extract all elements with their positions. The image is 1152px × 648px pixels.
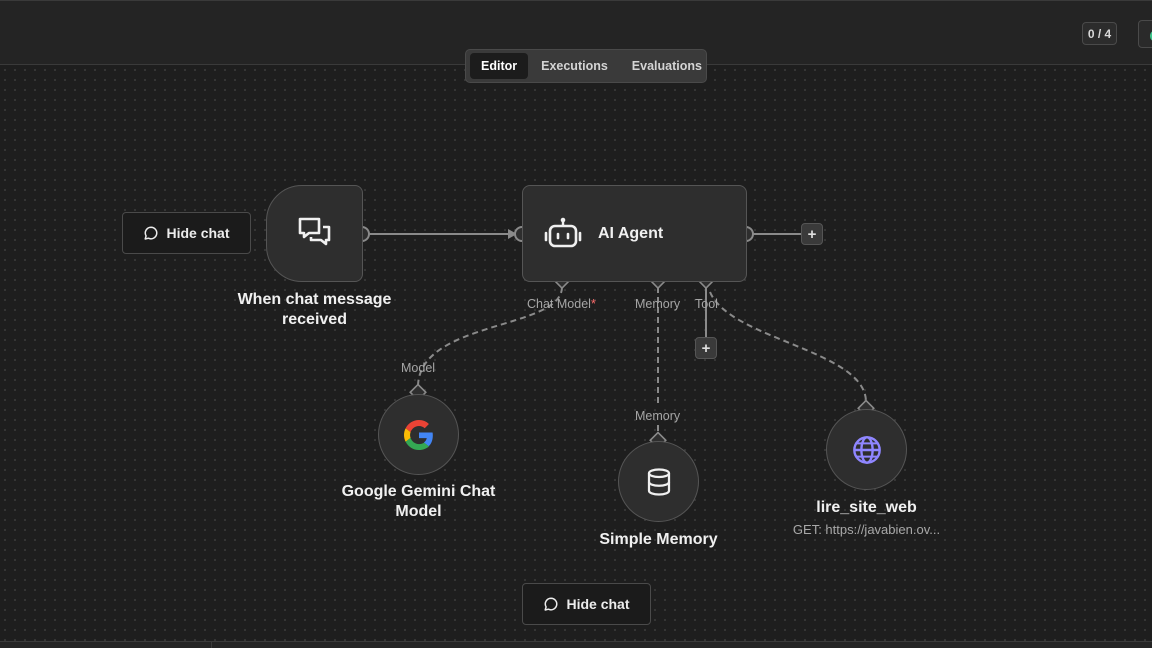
tab-evaluations[interactable]: Evaluations (631, 59, 702, 73)
required-marker: * (590, 297, 596, 311)
chat-model-port-text: Chat Model (527, 297, 591, 311)
hide-chat-button[interactable]: Hide chat (122, 212, 251, 254)
hide-chat-button-bottom[interactable]: Hide chat (522, 583, 651, 625)
robot-icon (544, 217, 582, 247)
chat-trigger-node[interactable] (266, 185, 363, 282)
active-toggle[interactable] (1138, 20, 1152, 48)
add-tool-button[interactable]: + (695, 337, 717, 359)
gemini-title-line2: Model (395, 503, 442, 520)
lire-site-web-node[interactable] (826, 409, 907, 490)
tool-port-label: Tool (695, 297, 718, 311)
ai-agent-title: AI Agent (598, 224, 664, 242)
hide-chat-label: Hide chat (166, 225, 230, 241)
ai-agent-node[interactable]: AI Agent (522, 185, 747, 282)
wire-arrow (508, 229, 517, 239)
lire-site-web-subtitle: GET: https://javabien.ov... (792, 522, 941, 537)
wire-tool (709, 291, 867, 403)
simple-memory-node[interactable] (618, 441, 699, 522)
chat-trigger-title-line2: received (282, 311, 347, 328)
simple-memory-title: Simple Memory (599, 531, 718, 548)
bottom-panel-divider (211, 641, 212, 648)
view-tabs: Editor Executions Evaluations (465, 49, 707, 83)
globe-icon (852, 435, 881, 464)
counter-badge: 0 / 4 (1082, 22, 1117, 45)
gemini-chat-model-node[interactable] (378, 394, 459, 475)
workflow-canvas[interactable] (0, 65, 1152, 641)
add-output-node-button[interactable]: + (801, 223, 823, 245)
chat-trigger-title-line1: When chat message (237, 291, 392, 308)
chat-model-port-label: Chat Model* (527, 297, 596, 311)
gemini-port-label: Model (401, 361, 436, 375)
gemini-node-title: Google Gemini Chat Model (328, 482, 509, 522)
chat-bubble-icon (544, 597, 558, 611)
bottom-panel-bar (0, 641, 1152, 648)
lire-site-web-title: lire_site_web (816, 499, 917, 516)
tab-editor[interactable]: Editor (470, 53, 529, 79)
tab-executions[interactable]: Executions (541, 59, 608, 73)
simple-memory-port-label: Memory (635, 409, 681, 423)
chat-trigger-title: When chat message received (224, 290, 405, 330)
gemini-title-line1: Google Gemini Chat (341, 483, 496, 500)
google-icon (403, 419, 433, 450)
chat-bubble-icon (144, 226, 158, 240)
hide-chat-label: Hide chat (566, 596, 630, 612)
wire-chat-model (417, 286, 563, 388)
memory-port-label: Memory (635, 297, 681, 311)
database-icon (647, 467, 670, 496)
chat-bubbles-icon (298, 217, 330, 245)
